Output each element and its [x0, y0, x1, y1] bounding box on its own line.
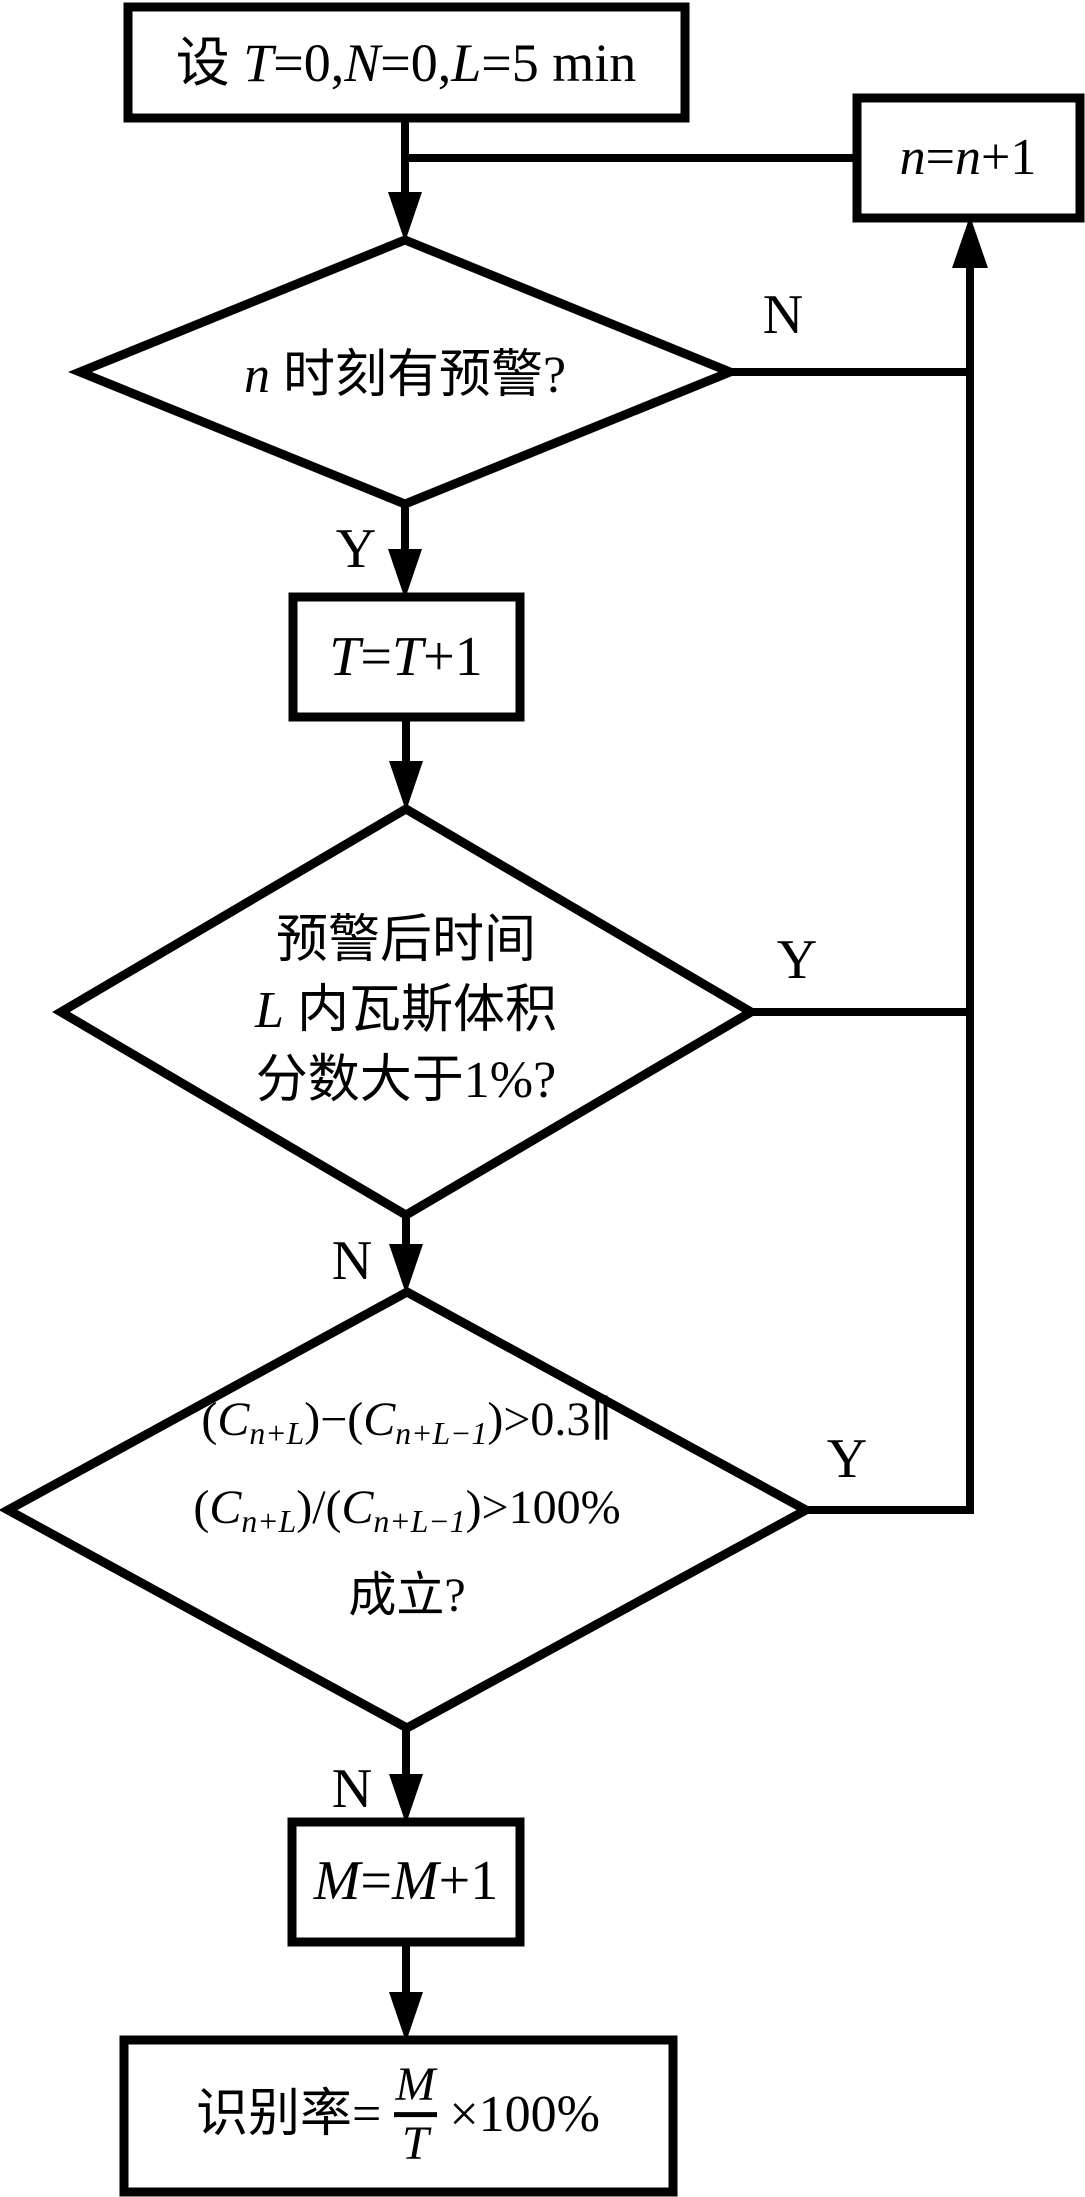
- d2-line2: L 内瓦斯体积: [255, 976, 557, 1046]
- var-N: N: [344, 32, 381, 93]
- subscript-n-plus-L: n+L: [249, 1416, 305, 1451]
- diamond1-text: n 时刻有预警?: [244, 346, 566, 406]
- subscript-n-plus-L-minus-1: n+L−1: [373, 1503, 466, 1539]
- diamond2-text: 预警后时间 L 内瓦斯体积 分数大于1%?: [255, 906, 557, 1116]
- d2-line1: 预警后时间: [275, 912, 536, 969]
- var-n: n: [955, 129, 981, 187]
- incm-box-shape: [287, 1817, 525, 1947]
- incn-box-shape: [852, 93, 1085, 223]
- var-L: L: [451, 32, 482, 93]
- result-suffix: ×100%: [449, 2086, 600, 2144]
- d3-paren: (: [193, 1481, 210, 1534]
- inct-eq: =: [360, 625, 392, 688]
- d2-line3: 分数大于1%?: [255, 1052, 557, 1109]
- diamond1-shape: [68, 235, 742, 509]
- incm-plus1: +1: [438, 1849, 499, 1912]
- var-M: M: [313, 1849, 361, 1912]
- d3-line2: (Cn+L)/(Cn+L−1)>100%: [193, 1471, 620, 1559]
- d3-line1: (Cn+L)−(Cn+L−1)>0.3∥: [193, 1383, 620, 1471]
- d2-no-label: N: [331, 1229, 373, 1292]
- inct-plus1: +1: [423, 625, 483, 688]
- d3-gt-03-or: )>0.3∥: [487, 1393, 613, 1447]
- var-C: C: [217, 1393, 250, 1447]
- diamond2-shape: [52, 803, 760, 1221]
- arrowhead-into-incn: [952, 216, 988, 268]
- d1-no-label: N: [762, 283, 804, 346]
- arrowhead-into-result: [389, 1992, 423, 2042]
- diamond3-text: (Cn+L)−(Cn+L−1)>0.3∥ (Cn+L)/(Cn+L−1)>100…: [193, 1383, 620, 1633]
- init-box-shape: [123, 2, 690, 123]
- d1-question: 时刻有预警?: [269, 347, 567, 405]
- result-prefix: 识别率=: [196, 2086, 382, 2144]
- var-C: C: [363, 1393, 396, 1447]
- d1-yes-label: Y: [335, 517, 377, 580]
- incn-box-text: n=n+1: [900, 128, 1037, 188]
- arrowhead-into-d2: [389, 761, 423, 811]
- arrowhead-into-incm: [389, 1774, 423, 1824]
- var-n: n: [899, 129, 926, 187]
- incm-eq: =: [360, 1849, 392, 1912]
- arrowhead-into-d3: [389, 1244, 423, 1294]
- incm-box-text: M=M+1: [314, 1849, 499, 1913]
- d3-no-label: N: [331, 1757, 373, 1820]
- var-L: L: [255, 982, 284, 1039]
- d2-yes-label: Y: [776, 928, 818, 991]
- init-cjk: 设: [175, 32, 244, 93]
- init-eq3: =5 min: [481, 32, 637, 93]
- incn-plus1: +1: [981, 129, 1037, 187]
- var-C: C: [209, 1481, 242, 1534]
- var-n: n: [243, 347, 270, 405]
- inct-box-shape: [288, 592, 525, 722]
- fraction-denominator: T: [393, 2112, 437, 2170]
- var-T: T: [392, 625, 424, 688]
- d3-line3: 成立?: [348, 1568, 466, 1622]
- subscript-n-plus-L-minus-1: n+L−1: [395, 1416, 488, 1451]
- d2-line2-rest: 内瓦斯体积: [283, 982, 557, 1039]
- init-eq2: =0,: [380, 32, 452, 93]
- init-eq1: =0,: [273, 32, 345, 93]
- d3-paren: (: [201, 1393, 218, 1447]
- d3-yes-label: Y: [826, 1427, 868, 1490]
- d3-minus: )−(: [304, 1393, 364, 1447]
- var-C: C: [341, 1481, 374, 1534]
- arrowhead-into-d1: [388, 192, 422, 242]
- incn-eq: =: [925, 129, 955, 187]
- var-M: M: [392, 1849, 439, 1912]
- inct-box-text: T=T+1: [329, 625, 483, 689]
- subscript-n-plus-L: n+L: [241, 1503, 297, 1539]
- arrowhead-into-inct: [388, 549, 422, 599]
- var-T: T: [329, 625, 361, 688]
- diamond3-shape: [0, 1286, 816, 1734]
- init-box-text: 设 T=0,N=0,L=5 min: [176, 32, 637, 94]
- var-T: T: [243, 32, 274, 93]
- fraction-numerator: M: [395, 2058, 436, 2112]
- d3-divide: )/(: [296, 1481, 342, 1534]
- d3-gt-100: )>100%: [465, 1481, 621, 1534]
